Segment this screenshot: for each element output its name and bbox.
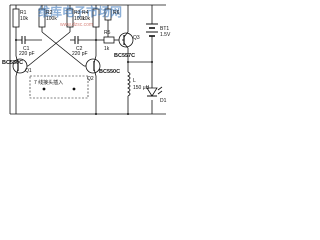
npn-transistor-q1-icon <box>12 55 28 77</box>
r1-ref-label: R1 <box>20 10 27 16</box>
resistor-r1-icon <box>12 8 20 28</box>
battery-value-label: 1.5V <box>160 32 171 38</box>
connector-box <box>29 75 89 99</box>
c1-value-label: 220 pF <box>19 51 35 57</box>
circuit-diagram: 维库电子市场网 www.dzsc.com R1 10k R2 100k R3 1… <box>2 4 171 115</box>
connector-pin-icon <box>72 87 76 91</box>
resistor-r5-icon <box>103 36 115 44</box>
r6-ref-label: R6 <box>113 10 120 16</box>
q1-part-label: BC550C <box>2 60 23 66</box>
led-ref-label: D1 <box>160 98 167 104</box>
pnp-transistor-q3-icon <box>118 31 134 49</box>
r3-ref-label: R3 <box>74 10 81 16</box>
q3-ref-label: Q3 <box>133 35 140 41</box>
c2-value-label: 220 pF <box>72 51 88 57</box>
battery-ref-label: BT1 <box>160 26 169 32</box>
r3-value-label: 100k <box>74 16 85 22</box>
c1-ref-label: C1 <box>23 46 30 52</box>
r4-ref-label: R4 <box>82 10 89 16</box>
transistors <box>12 31 134 77</box>
inductor-icon <box>127 71 131 97</box>
r5-ref-label: R5 <box>104 30 111 36</box>
inductor-value-label: 150 μH <box>133 85 150 91</box>
q1-ref-label: Q1 <box>25 68 32 74</box>
battery-icon <box>146 23 158 40</box>
r2-ref-label: R2 <box>46 10 53 16</box>
q2-ref-label: Q2 <box>87 76 94 82</box>
inductor-ref-label: L <box>133 78 136 84</box>
r2-value-label: 100k <box>46 16 57 22</box>
r1-value-label: 10k <box>20 16 29 22</box>
r5-value-label: 1k <box>104 46 110 52</box>
connector-pin-icon <box>42 87 46 91</box>
junctions <box>15 39 153 115</box>
c2-ref-label: C2 <box>76 46 83 52</box>
npn-transistor-q2-icon <box>85 55 101 77</box>
capacitors <box>21 36 79 44</box>
watermark-url: www.dzsc.com <box>60 22 93 28</box>
watermark-text: 维库电子市场网 <box>38 4 122 19</box>
connector-note-label: 7 线接头插入 <box>34 79 63 86</box>
q2-part-label: BC550C <box>99 69 120 75</box>
r4-value-label: 10k <box>82 16 91 22</box>
q3-part-label: BC557C <box>114 53 135 59</box>
led-icon <box>146 86 163 97</box>
